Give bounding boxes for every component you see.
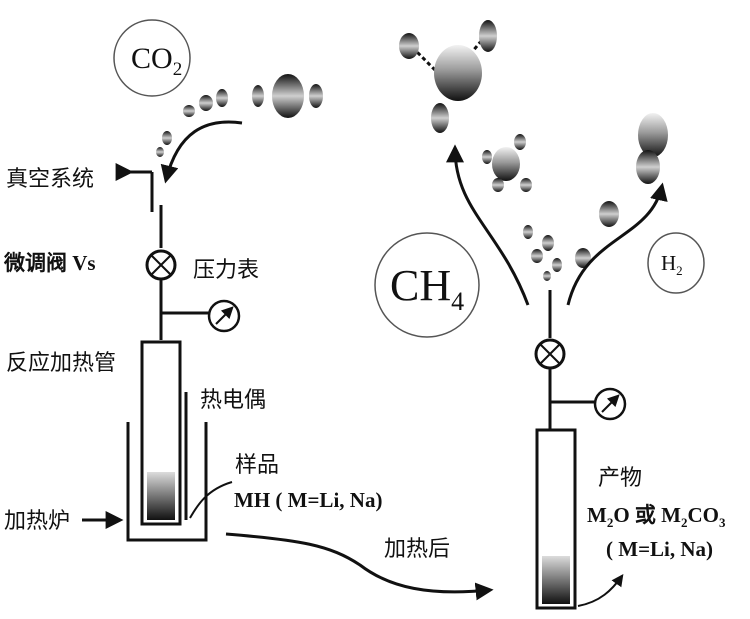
- product-sample: [542, 556, 570, 604]
- pressure-gauge: [207, 299, 241, 333]
- product-tube: [535, 428, 577, 610]
- fine-valve: [145, 249, 177, 281]
- product-label: 产物: [598, 466, 642, 491]
- product-note: ( M=Li, Na): [606, 537, 713, 561]
- ch4-text: CH4: [390, 261, 464, 316]
- vacuum-line: [115, 163, 163, 248]
- vacuum-system-label: 真空系统: [6, 167, 94, 192]
- ch4-bubble: CH4: [374, 232, 480, 338]
- thermocouple-label: 热电偶: [200, 388, 266, 413]
- after-heating-label: 加热后: [384, 537, 450, 562]
- hydrogen-flow-arrow: [566, 182, 668, 306]
- co2-molecules: [156, 74, 323, 157]
- sample-formula: MH ( M=Li, Na): [234, 488, 382, 512]
- sample-pointer: [189, 481, 233, 519]
- co2-bubble: CO2: [113, 19, 191, 97]
- reaction-tube: [140, 340, 182, 526]
- methane-molecule-large: [399, 20, 497, 133]
- fine-valve-label: 微调阀 Vs: [3, 251, 96, 275]
- sample-label: 样品: [235, 453, 279, 478]
- furnace: [126, 422, 208, 542]
- furnace-label: 加热炉: [4, 509, 70, 534]
- right-pressure-gauge: [593, 387, 627, 421]
- h2-bubble: H2: [647, 232, 705, 294]
- sample-mh: [147, 472, 175, 520]
- methane-molecule-small: [482, 134, 532, 192]
- after-heating-arrow: [225, 532, 494, 601]
- gas-particles: [523, 225, 562, 281]
- product-pointer: [577, 574, 624, 607]
- h2-molecules: [575, 113, 668, 268]
- co2-flow-arrow: [160, 120, 243, 184]
- methane-flow-arrow: [446, 144, 530, 306]
- reaction-tube-label: 反应加热管: [6, 351, 116, 376]
- product-formula: M2O 或 M2CO3: [587, 503, 726, 530]
- h2-text: H2: [661, 251, 683, 278]
- pressure-gauge-label: 压力表: [193, 258, 259, 283]
- right-valve: [534, 338, 566, 370]
- co2-text: CO2: [131, 42, 182, 80]
